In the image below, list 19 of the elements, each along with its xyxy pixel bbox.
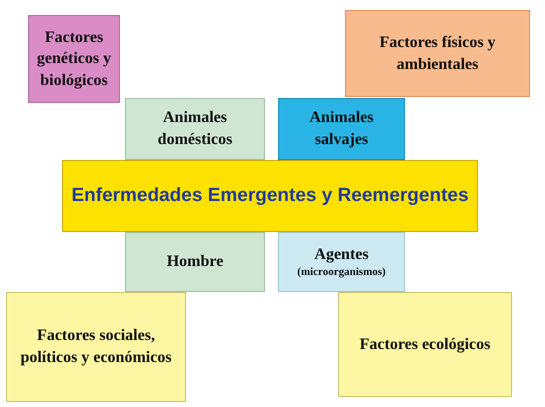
quadrant-box xyxy=(125,98,265,160)
box-label: Factores genéticos y biológicos xyxy=(36,28,112,91)
quadrant-box xyxy=(278,98,405,160)
quadrant-box xyxy=(125,232,265,292)
box-label: Factores físicos y ambientales xyxy=(378,32,497,74)
box-label: Agentes xyxy=(314,244,369,265)
box-sublabel: (microorganismos) xyxy=(297,265,386,280)
factor-box xyxy=(338,292,512,397)
box-label: Animales salvajes xyxy=(308,108,374,150)
box-label: Factores sociales, políticos y económicos xyxy=(19,326,173,368)
factor-box xyxy=(28,15,120,103)
factor-box xyxy=(345,10,530,97)
box-label: Enfermedades Emergentes y Reemergentes xyxy=(71,184,469,208)
box-label: Animales domésticos xyxy=(156,108,234,150)
factor-box xyxy=(6,292,186,402)
box-label: Hombre xyxy=(166,252,224,272)
quadrant-box xyxy=(278,232,405,292)
central-box xyxy=(62,160,478,232)
box-label: Factores ecológicos xyxy=(360,334,490,355)
